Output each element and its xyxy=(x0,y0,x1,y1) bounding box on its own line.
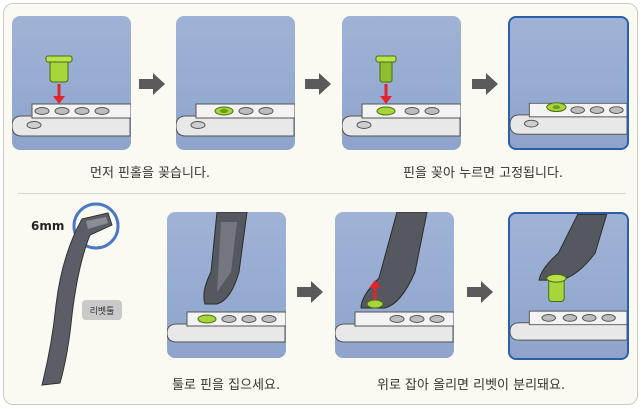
next-arrow-icon xyxy=(472,73,498,95)
step-panel-6 xyxy=(335,212,454,358)
step-panel-2 xyxy=(176,16,295,150)
step-panel-3 xyxy=(342,16,461,150)
tool-size-label: 6mm xyxy=(31,219,65,233)
section-divider xyxy=(18,193,626,194)
tool-name-badge: 리벳툴 xyxy=(82,300,122,320)
step-panel-1 xyxy=(12,16,131,150)
caption-step-3: 툴로 핀을 집으세요. xyxy=(172,378,281,393)
caption-step-4: 위로 잡아 올리면 리벳이 분리돼요. xyxy=(377,378,566,393)
rivet-tool-illustration xyxy=(20,195,130,395)
caption-step-2: 핀을 꽂아 누르면 고정됩니다. xyxy=(403,166,564,181)
next-arrow-icon xyxy=(139,73,165,95)
next-arrow-icon xyxy=(467,281,493,303)
caption-step-1: 먼저 핀홀을 꽂습니다. xyxy=(90,166,211,181)
next-arrow-icon xyxy=(305,73,331,95)
step-panel-7-result xyxy=(508,212,629,360)
step-panel-4-result xyxy=(508,16,629,150)
step-panel-5 xyxy=(167,212,286,358)
next-arrow-icon xyxy=(297,281,323,303)
